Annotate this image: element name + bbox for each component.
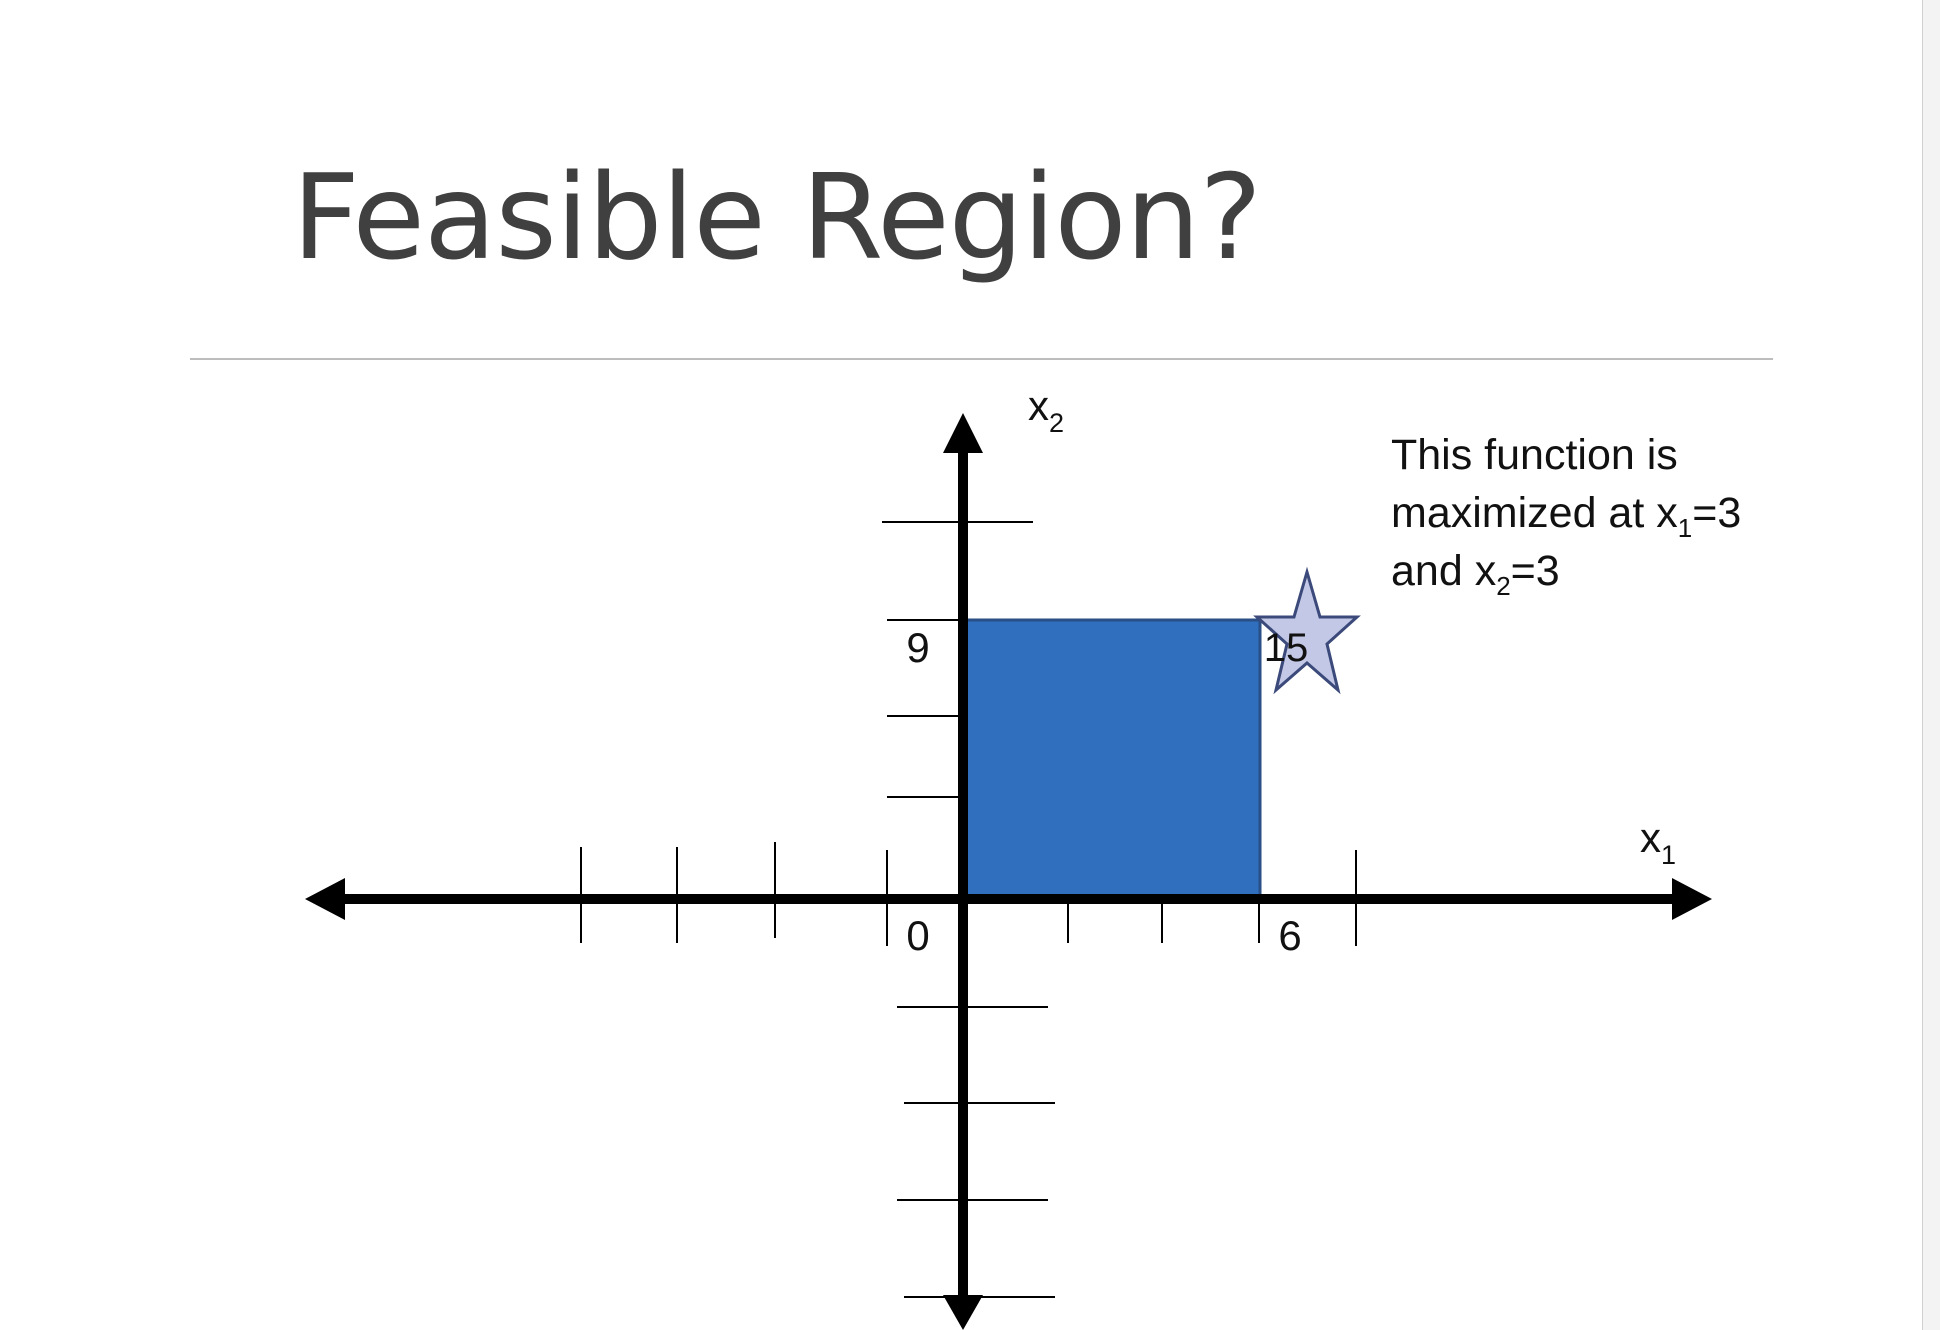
y-axis-ticks <box>882 521 1055 1298</box>
origin-label: 0 <box>906 912 929 959</box>
y-axis-label-sub: 2 <box>1049 408 1064 438</box>
x-tick-label: 6 <box>1278 912 1301 959</box>
x-axis-label-base: x <box>1640 814 1661 861</box>
feasible-region <box>961 618 1262 902</box>
note-line-2-suffix: =3 <box>1692 489 1742 537</box>
corner-value-label: 15 <box>1264 626 1309 670</box>
note-line-3-suffix: =3 <box>1510 547 1560 595</box>
y-axis-up-arrow-icon <box>943 413 983 453</box>
y-axis-down-arrow-icon <box>943 1295 983 1330</box>
note-line-1: This function is <box>1391 431 1678 479</box>
y-axis <box>943 413 983 1330</box>
note-line-3: and x2=3 <box>1391 542 1741 600</box>
title-divider <box>190 358 1773 360</box>
note-line-2-prefix: maximized at x <box>1391 489 1678 537</box>
window-edge <box>1922 0 1940 1330</box>
slide-title: Feasible Region? <box>292 148 1262 286</box>
x-axis-ticks <box>580 842 1357 946</box>
y-tick-label: 9 <box>906 624 929 671</box>
y-axis-label-base: x <box>1028 382 1049 429</box>
maximum-note: This function is maximized at x1=3 and x… <box>1391 426 1741 600</box>
star-icon <box>1253 566 1361 695</box>
y-axis-label: x2 <box>1028 382 1064 438</box>
x-axis-label-sub: 1 <box>1661 840 1676 870</box>
note-line-3-prefix: and x <box>1391 547 1497 595</box>
x-axis-right-arrow-icon <box>1672 878 1712 920</box>
x-axis-label: x1 <box>1640 814 1676 870</box>
x-axis <box>305 878 1712 920</box>
note-line-2-sub: 1 <box>1677 513 1693 543</box>
note-line-3-sub: 2 <box>1496 571 1511 601</box>
x-axis-left-arrow-icon <box>305 878 345 920</box>
note-line-2: maximized at x1=3 <box>1391 484 1741 542</box>
